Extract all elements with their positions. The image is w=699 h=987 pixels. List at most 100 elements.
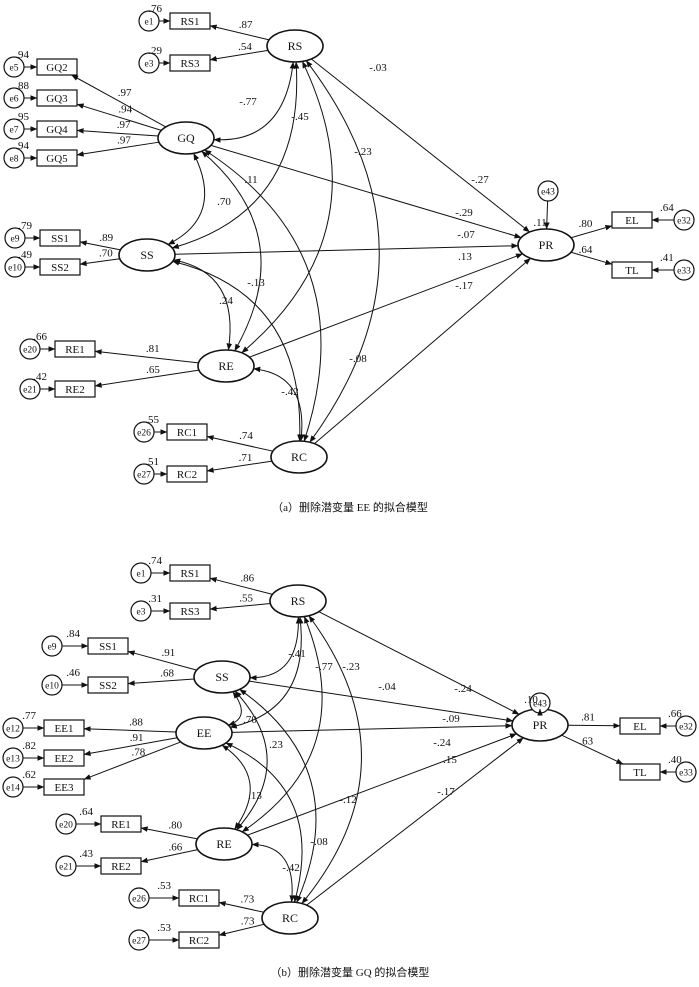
model-b-r2-label-rs1: .74 xyxy=(148,555,162,567)
model-b-r2-label-re1: .64 xyxy=(79,806,93,818)
model-a-error-label-e27: e27 xyxy=(137,471,151,481)
model-b-indicator-label-rs1: RS1 xyxy=(181,568,200,580)
model-b-indicator-label-rs3: RS3 xyxy=(181,606,200,618)
model-b-loading-label-tl: .63 xyxy=(579,736,593,748)
model-a-error-label-e8: e8 xyxy=(10,155,19,165)
model-b-error-label-e33: e33 xyxy=(679,769,693,779)
model-b-diagram: -.41-.77-.23-.04.70.23-.12.13-.08-.42-.2… xyxy=(2,555,697,951)
model-a-loading-label-gq5: .97 xyxy=(117,135,131,147)
model-a-r2-label-re2: .42 xyxy=(33,371,47,383)
model-a-correlation-label-rc-re: -.42 xyxy=(281,386,298,398)
model-a-indicator-label-gq5: GQ5 xyxy=(46,153,68,165)
model-a-latent-ellipse-rs xyxy=(266,29,324,63)
model-a-correlation-label-ss-rs: -.45 xyxy=(291,111,309,123)
model-a-loading-arrow-rs3 xyxy=(209,49,269,62)
model-a-error-arrow-e43 xyxy=(544,200,550,230)
model-a-r2-label-rc1: .55 xyxy=(145,414,159,426)
model-b-latent-ellipse-rc xyxy=(261,901,319,935)
model-a-correlation-label-re-rs: -.23 xyxy=(354,146,372,158)
model-a-latent-ellipse-re xyxy=(197,349,255,383)
model-b-loading-arrow-rc2 xyxy=(218,923,265,937)
model-a-indicator-label-tl: TL xyxy=(625,265,639,277)
model-a-r2-label-rs1: .76 xyxy=(148,3,162,15)
model-a-loading-arrow-re2 xyxy=(94,369,200,388)
model-a-loading-arrow-tl xyxy=(570,251,613,266)
model-a-loading-label-rs1: .87 xyxy=(239,19,253,31)
model-a-r2-label-gq5: .94 xyxy=(15,140,29,152)
model-b-loading-arrow-rc1 xyxy=(218,901,264,913)
model-a-correlation-arc-rc-rs xyxy=(305,60,380,443)
model-b-indicator-label-tl: TL xyxy=(633,767,647,779)
model-a-indicator-label-re1: RE1 xyxy=(65,344,85,356)
model-a-path-label-ss-pr: -.07 xyxy=(457,229,475,241)
model-a-correlation-arc-ss-gq xyxy=(167,153,206,245)
model-a-loading-arrow-gq2 xyxy=(71,74,167,128)
model-a-correlation-label-gq-rs: -.77 xyxy=(239,96,257,108)
model-a-error-label-e10: e10 xyxy=(8,264,22,274)
model-b-path-label-rs-pr: -.24 xyxy=(454,683,472,695)
model-a-loading-label-gq4: .97 xyxy=(117,119,131,131)
model-b-loading-arrow-tl xyxy=(561,734,624,765)
model-a-error-label-e32: e32 xyxy=(677,217,691,227)
model-a-indicator-label-rc1: RC1 xyxy=(177,427,197,439)
model-b-r2-label-ss1: .84 xyxy=(66,628,80,640)
model-a-path-arrow-rc-pr xyxy=(314,257,531,445)
model-a-error-label-e21: e21 xyxy=(23,386,37,396)
model-b-indicator-label-ee2: EE2 xyxy=(55,753,74,765)
model-b-loading-label-ss2: .68 xyxy=(160,667,174,679)
model-b-r2-label-pr: .10 xyxy=(524,694,538,706)
model-a-error-label-e26: e26 xyxy=(137,429,151,439)
model-b-indicator-label-ss1: SS1 xyxy=(99,641,117,653)
model-b-r2-label-rc1: .53 xyxy=(157,880,171,892)
model-b-error-label-e32: e32 xyxy=(679,723,693,733)
model-a-loading-arrow-re1 xyxy=(94,349,199,364)
model-a-latent-label-ss: SS xyxy=(140,248,153,262)
model-a-r2-label-gq3: .88 xyxy=(15,80,29,92)
model-a-indicator-label-ss1: SS1 xyxy=(51,233,69,245)
model-b-loading-label-rc2: .73 xyxy=(241,916,255,928)
model-a-latent-label-gq: GQ xyxy=(177,131,195,145)
model-a-loading-label-re1: .81 xyxy=(146,343,160,355)
model-b-indicator-label-ee3: EE3 xyxy=(55,782,74,794)
model-b-path-label-rc-pr: -.17 xyxy=(437,786,455,798)
model-a-loading-arrow-ss1 xyxy=(79,240,121,251)
model-a-latent-ellipse-gq xyxy=(157,121,215,155)
model-b-loading-arrow-rs1 xyxy=(209,577,273,595)
model-b-error-label-e20: e20 xyxy=(59,821,73,831)
model-a-correlation-label-rc-gq: -.13 xyxy=(247,277,265,289)
model-a-diagram: -.77-.45-.23-.03.70.11-.13.24-.08-.42-.2… xyxy=(3,3,695,485)
model-b-r2-label-ee2: .82 xyxy=(22,740,36,752)
model-b-loading-arrow-rs3 xyxy=(209,603,271,612)
model-a-loading-label-rc2: .71 xyxy=(239,452,253,464)
model-a-indicator-label-gq2: GQ2 xyxy=(46,62,67,74)
model-a-path-arrow-gq-pr xyxy=(210,144,522,239)
model-b-loading-label-re2: .66 xyxy=(169,842,183,854)
model-b-indicator-label-rc1: RC1 xyxy=(189,893,209,905)
model-a-path-label-rs-pr: -.27 xyxy=(471,174,489,186)
model-a-path-arrow-rs-pr xyxy=(311,58,530,233)
model-b-r2-label-rc2: .53 xyxy=(157,922,171,934)
model-a-error-label-e43: e43 xyxy=(541,188,555,198)
model-b-latent-label-rs: RS xyxy=(291,594,306,608)
model-a-loading-arrow-gq3 xyxy=(76,103,162,131)
model-a-path-arrow-re-pr xyxy=(249,253,523,358)
model-b-loading-arrow-ee3 xyxy=(83,741,181,780)
model-a-error-label-e5: e5 xyxy=(10,64,19,74)
model-a-r2-label-ss1: .79 xyxy=(18,220,32,232)
model-a-loading-arrow-rs1 xyxy=(209,24,270,41)
model-b-path-arrow-rs-pr xyxy=(318,611,520,715)
model-b-loading-label-rs3: .55 xyxy=(239,592,253,604)
model-b-correlation-label-re-ss: .23 xyxy=(269,739,283,751)
model-b-error-label-e14: e14 xyxy=(6,784,20,794)
model-b-loading-label-el: .81 xyxy=(581,712,595,724)
model-a-r2-label-gq4: .95 xyxy=(15,111,29,123)
model-b-r2-label-ee1: .77 xyxy=(22,710,36,722)
model-b-loading-arrow-ee1 xyxy=(83,726,177,733)
model-a-r2-label-pr: .11 xyxy=(533,217,546,229)
model-a-latent-ellipse-rc xyxy=(270,440,328,474)
model-a-loading-arrow-ss2 xyxy=(79,258,120,267)
model-b-correlation-arc-rc-ss xyxy=(239,688,317,903)
model-a-correlation-label-re-gq: .11 xyxy=(244,174,257,186)
model-a-loading-label-re2: .65 xyxy=(146,364,160,376)
model-b-latent-ellipse-re xyxy=(195,827,253,861)
